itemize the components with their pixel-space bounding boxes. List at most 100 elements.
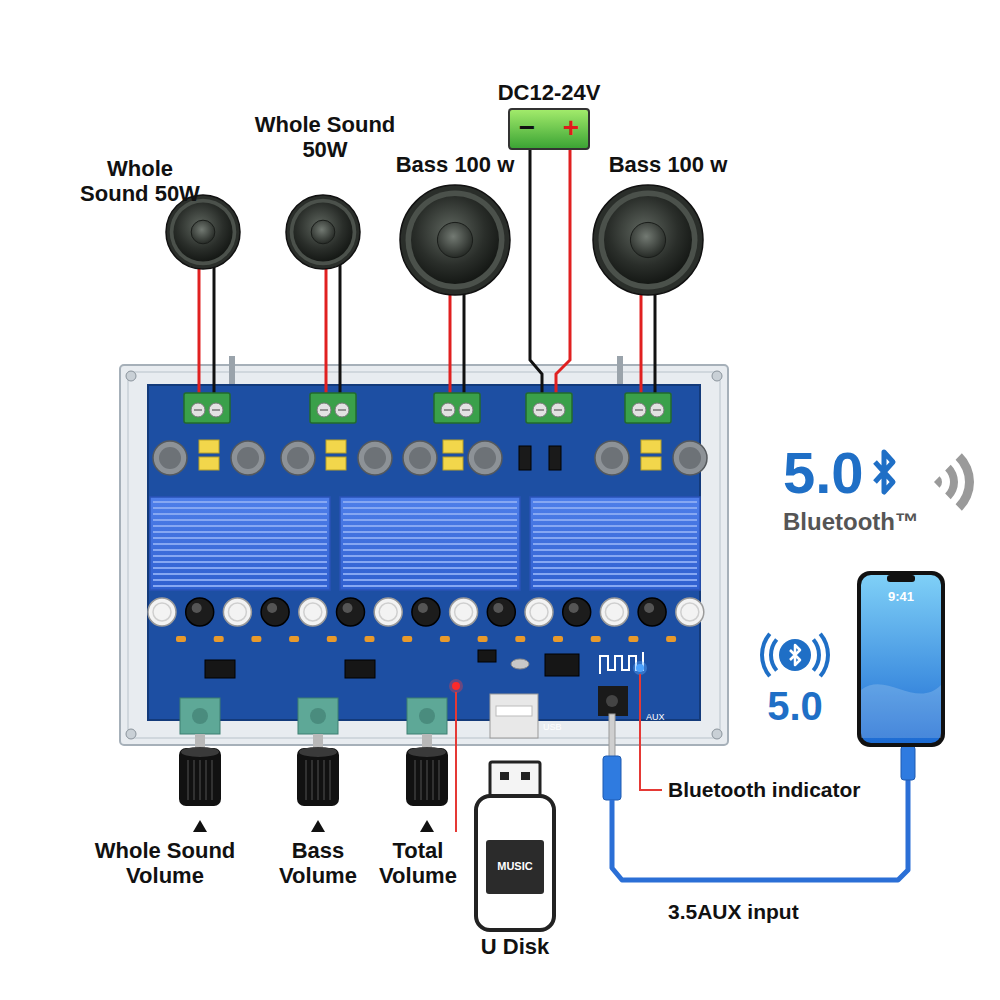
bluetooth-version: 5.0 (760, 683, 830, 729)
node-text: + (558, 112, 584, 144)
speaker-surround (170, 199, 237, 266)
inductor (595, 441, 629, 475)
knob-ridge (311, 760, 313, 800)
heatsink-fin (343, 543, 517, 545)
capacitor-top (493, 603, 503, 613)
heatsink (150, 497, 330, 590)
node-text: − (514, 112, 540, 144)
electrolytic-capacitor (450, 598, 478, 626)
heatsink-fin (533, 513, 697, 515)
heatsink-fin (343, 519, 517, 521)
bluetooth-wave (769, 638, 778, 672)
screw-terminal (625, 393, 671, 423)
terminal-screw (335, 403, 349, 417)
inductor-core (601, 447, 623, 469)
potentiometer-hub (192, 708, 208, 724)
electrolytic-capacitor (261, 598, 289, 626)
knob-ridge (323, 760, 325, 800)
plug-tip (609, 714, 615, 758)
node-heading: MUSIC (486, 860, 544, 873)
screw-slot (338, 409, 346, 411)
bluetooth-symbol (875, 452, 893, 492)
heatsink-fin (153, 507, 327, 509)
heatsink-fin (153, 579, 327, 581)
smd-capacitor (553, 636, 563, 642)
screw-slot (194, 409, 202, 411)
crystal (511, 659, 529, 669)
plug-body (603, 756, 621, 800)
signal-wave (956, 453, 974, 510)
screw-terminal (434, 393, 480, 423)
screw-slot (635, 409, 643, 411)
leader-line (640, 674, 662, 790)
heatsink-fin (343, 525, 517, 527)
inductor-core (287, 447, 309, 469)
terminal-screw (650, 403, 664, 417)
heatsink-fin (343, 513, 517, 515)
speaker-dust-cap (311, 220, 335, 244)
capacitor-top (228, 603, 246, 621)
heatsink-fin (533, 561, 697, 563)
pointer-triangle (311, 820, 325, 832)
electrolytic-capacitor (299, 598, 327, 626)
usb-contact (521, 772, 530, 780)
node-heading: Whole Sound 50W (70, 156, 210, 207)
heatsink-fin (343, 585, 517, 587)
knob-ridge (199, 760, 201, 800)
silkscreen-label: USB (543, 722, 562, 732)
smd-capacitor (327, 636, 337, 642)
bass-speaker: Bass 100 w (580, 152, 730, 297)
screw-slot (320, 409, 328, 411)
heatsink (530, 497, 700, 590)
heatsink-fin (533, 543, 697, 545)
control-label: Total Volume (368, 838, 468, 889)
signal-wave (945, 465, 958, 499)
speaker-wire (198, 250, 201, 404)
screw-slot (554, 409, 562, 411)
terminal-screw (533, 403, 547, 417)
inductor-core (474, 447, 496, 469)
knob-ridge (187, 760, 189, 800)
heatsink-fin (153, 537, 327, 539)
bluetooth-badge (779, 639, 811, 671)
knob-ridge (438, 760, 440, 800)
node-heading: 9:41 (856, 590, 946, 605)
led-glow (633, 661, 647, 675)
acrylic-post (229, 356, 235, 386)
heatsink-fin (343, 501, 517, 503)
callout-label: Bluetooth indicator (668, 778, 861, 802)
acrylic-post (617, 356, 623, 386)
knob-ridge (211, 760, 213, 800)
phone-frame (857, 571, 945, 747)
knob-ridge (317, 760, 319, 800)
heatsink-fin (153, 519, 327, 521)
aux-jack-hole (606, 695, 618, 707)
terminal-screw (191, 403, 205, 417)
screw-slot (444, 409, 452, 411)
ic-chip (478, 650, 496, 662)
heatsink-fin (533, 567, 697, 569)
speaker-dust-cap (437, 222, 472, 257)
smd-capacitor (515, 636, 525, 642)
film-capacitor (326, 440, 346, 453)
electrolytic-capacitor (374, 598, 402, 626)
speaker-cone (411, 196, 499, 284)
aux-cable (612, 778, 908, 880)
screw-slot (462, 409, 470, 411)
capacitor-top (605, 603, 623, 621)
heatsink-fin (343, 555, 517, 557)
inductor (358, 441, 392, 475)
capacitor-top (304, 603, 322, 621)
led-glow (449, 679, 463, 693)
ic-chip (345, 660, 375, 678)
capacitor-top (379, 603, 397, 621)
ic-chip (545, 654, 579, 676)
speaker-rim (593, 185, 703, 295)
heatsink-fin (343, 579, 517, 581)
usb-port (490, 694, 538, 738)
knob-ridge (329, 760, 331, 800)
knob-top (299, 747, 337, 757)
heatsink-fin (343, 567, 517, 569)
heatsink-fin (533, 579, 697, 581)
smd-capacitor (591, 636, 601, 642)
